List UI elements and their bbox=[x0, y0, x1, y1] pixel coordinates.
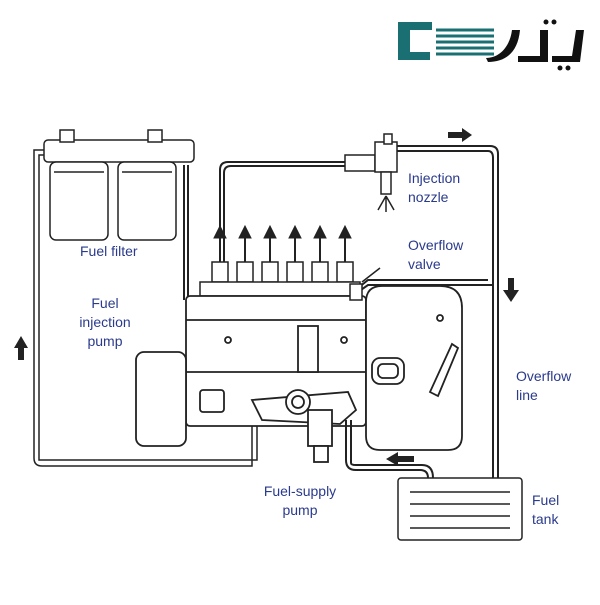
fuel-filter-label: Fuel filter bbox=[80, 243, 138, 259]
overflow-valve-label-1: Overflow bbox=[408, 237, 464, 253]
fuel-tank bbox=[397, 477, 523, 541]
overflow-line-label-2: line bbox=[516, 387, 538, 403]
outlet-arrows bbox=[213, 224, 352, 262]
fuel-filter bbox=[43, 129, 195, 241]
delivery-valves bbox=[199, 261, 361, 297]
injection-nozzle-label-1: Injection bbox=[408, 170, 461, 186]
arrow-icon bbox=[14, 128, 519, 466]
return-line bbox=[33, 149, 258, 467]
fuel-supply-pump bbox=[250, 325, 358, 463]
supply-line bbox=[345, 420, 434, 479]
overflow-valve bbox=[349, 267, 381, 301]
overflow-line-label-1: Overflow bbox=[516, 368, 572, 384]
injection-pump-label-3: pump bbox=[87, 333, 123, 349]
governor-housing bbox=[365, 285, 463, 451]
injection-line bbox=[219, 161, 350, 270]
fuel-tank-label-2: tank bbox=[532, 511, 559, 527]
supply-pump-label-2: pump bbox=[282, 502, 318, 518]
fuel-tank-label-1: Fuel bbox=[532, 492, 560, 508]
supply-pump-label-1: Fuel-supply bbox=[263, 483, 337, 499]
overflow-valve-label-2: valve bbox=[408, 256, 441, 272]
injection-pump-label-1: Fuel bbox=[91, 295, 119, 311]
feed-line bbox=[183, 165, 189, 300]
injection-nozzle-label-2: nozzle bbox=[408, 189, 449, 205]
injection-nozzle bbox=[344, 133, 398, 212]
injection-pump-label-2: injection bbox=[79, 314, 131, 330]
brand-logo bbox=[398, 19, 584, 71]
